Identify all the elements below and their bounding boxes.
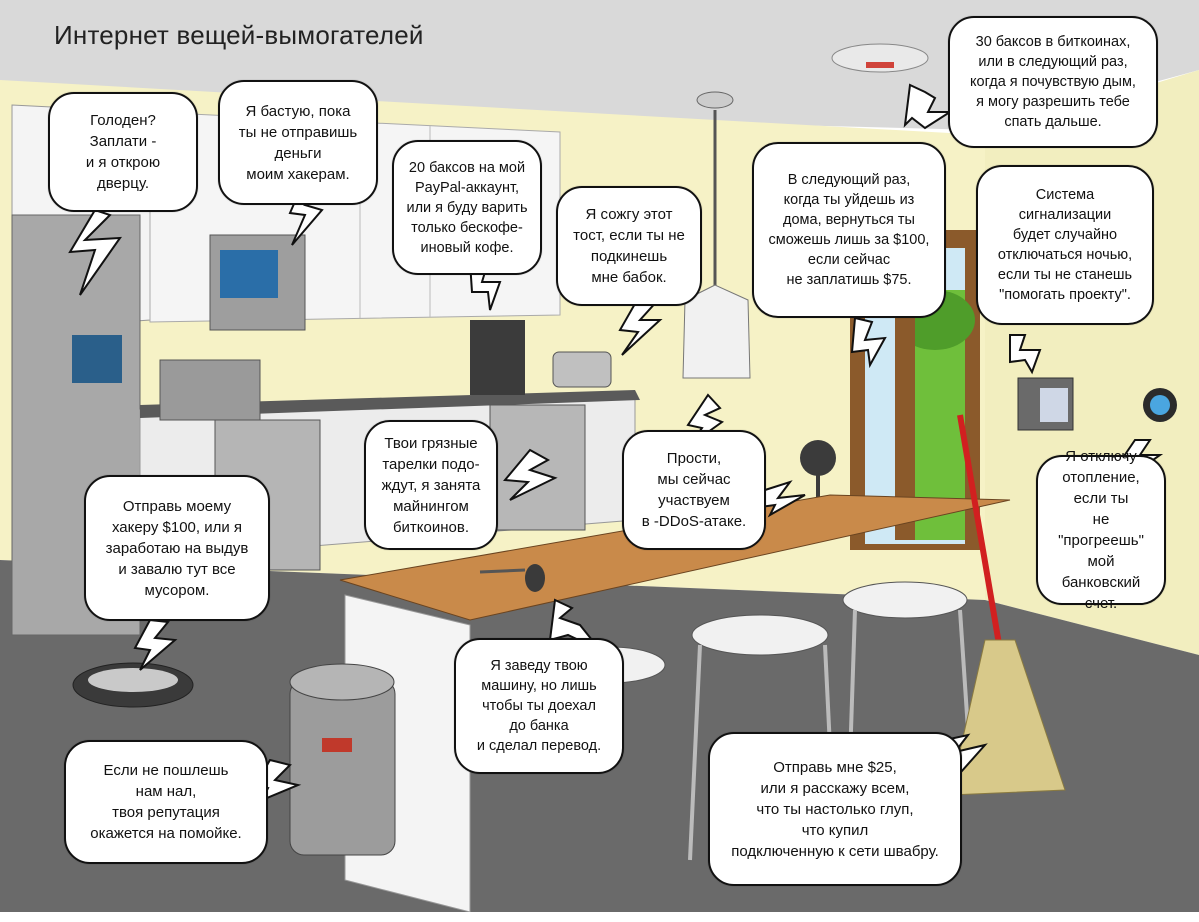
bottom-strip	[0, 912, 1199, 922]
stove-back	[159, 359, 261, 421]
coffee-maker	[470, 320, 525, 395]
thermostat-face	[1150, 395, 1170, 415]
car-keys-speech-bubble: Я заведу твою машину, но лишь чтобы ты д…	[454, 638, 624, 774]
microwave-speech-bubble: Я бастую, пока ты не отправишь деньги мо…	[218, 80, 378, 205]
broom-speech-bubble: Отправь мне $25, или я расскажу всем, чт…	[708, 732, 962, 886]
alarm-speech-bubble: Система сигнализации будет случайно откл…	[976, 165, 1154, 325]
back-countertop	[140, 390, 640, 418]
door-lock-speech-bubble: В следующий раз, когда ты уйдешь из дома…	[752, 142, 946, 318]
stool	[691, 614, 829, 656]
microwave-screen	[220, 250, 278, 298]
broom-handle	[957, 414, 1003, 651]
security-camera	[800, 440, 836, 476]
lamp-mount	[696, 91, 734, 109]
smoke-detector-speech-bubble: 30 баксов в биткоинах, или в следующий р…	[948, 16, 1158, 148]
car-keys	[525, 564, 545, 592]
trash-can-speech-bubble: Если не пошлешь нам нал, твоя репутация …	[64, 740, 268, 864]
toaster	[552, 351, 612, 388]
stool	[842, 581, 968, 619]
dishwasher-speech-bubble: Твои грязные тарелки подо- ждут, я занят…	[364, 420, 498, 550]
vacuum-speech-bubble: Отправь моему хакеру $100, или я заработ…	[84, 475, 270, 621]
fridge-panel	[72, 335, 122, 383]
alarm-screen	[1040, 388, 1068, 422]
dishwasher	[489, 404, 586, 531]
smoke-detector-light	[866, 62, 894, 68]
coffee-maker-speech-bubble: 20 баксов на мой PayPal-аккаунт, или я б…	[392, 140, 542, 275]
trash-can-display	[322, 738, 352, 752]
thermostat-speech-bubble: Я отключу отопление, если ты не "прогрее…	[1036, 448, 1166, 612]
toaster-speech-bubble: Я сожгу этот тост, если ты не подкинешь …	[556, 186, 702, 306]
fridge-speech-bubble: Голоден? Заплати - и я открою дверцу.	[48, 92, 198, 212]
trash-can-lid	[289, 663, 395, 701]
door-panel	[895, 300, 915, 540]
page-title: Интернет вещей-вымогателей	[54, 20, 424, 50]
trash-can	[289, 679, 396, 856]
camera-speech-bubble: Прости, мы сейчас участвуем в -DDoS-атак…	[622, 430, 766, 550]
smoke-detector	[831, 43, 929, 73]
